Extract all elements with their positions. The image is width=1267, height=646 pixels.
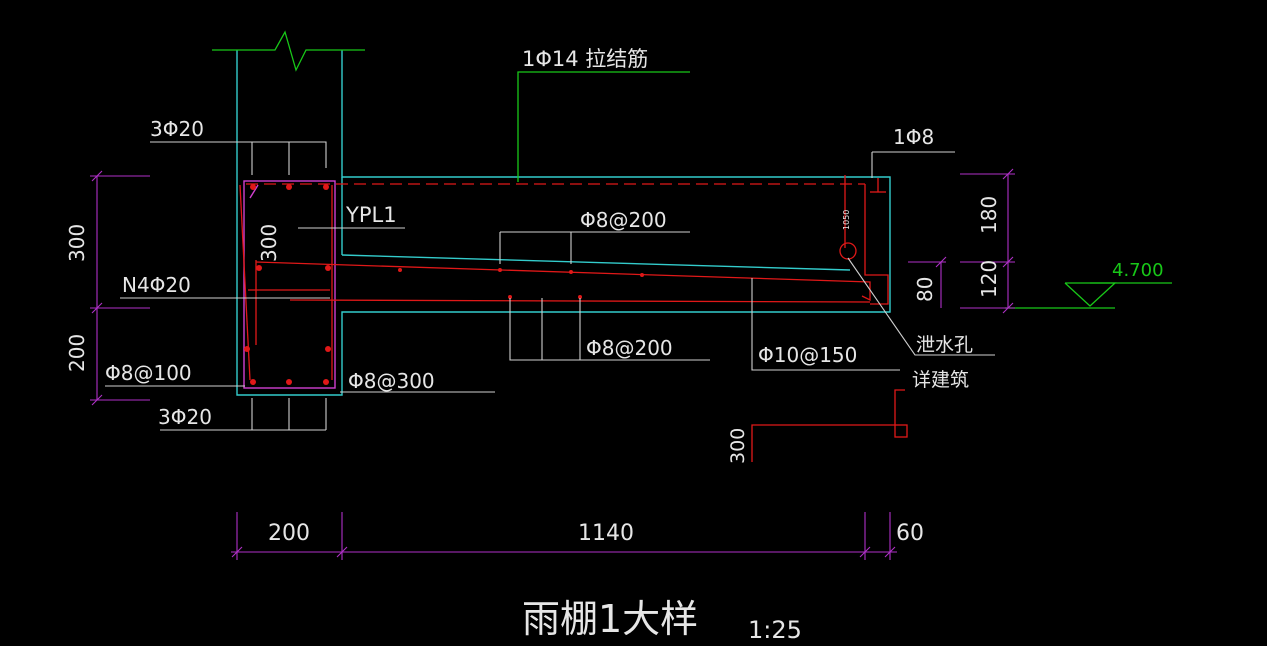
elevation-label: 4.700 <box>1112 260 1164 281</box>
top-bars-label: 3Φ20 <box>150 117 204 141</box>
beam-rebar-dots <box>244 184 331 385</box>
stirrup-100-label: Φ8@100 <box>105 361 192 385</box>
dim-hook-300: 300 <box>727 428 749 464</box>
column-rebars <box>239 184 333 381</box>
dim-bottom-1140: 1140 <box>578 521 634 546</box>
drawing-title: 雨棚1大样 <box>522 597 698 641</box>
drawing-scale: 1:25 <box>748 616 802 644</box>
bottom-bars-label: 3Φ20 <box>158 405 212 429</box>
dim-right-180: 180 <box>977 196 1001 234</box>
see-arch-label: 详建筑 <box>912 369 969 391</box>
beam-name-label: YPL1 <box>345 203 397 227</box>
tie-bar-label: 1Φ14 拉结筋 <box>522 47 648 71</box>
stirrup-300-label: Φ8@300 <box>348 369 435 393</box>
concrete-outline <box>236 50 891 396</box>
dim-small-1050: 1050 <box>842 210 851 230</box>
dim-bottom-60: 60 <box>896 521 924 546</box>
dim-right-80: 80 <box>913 277 937 302</box>
beam-stirrup <box>243 180 336 389</box>
drain-pipe <box>751 389 905 462</box>
leader-lines <box>105 141 995 431</box>
slab-main-bars-label: Φ10@150 <box>758 343 857 367</box>
dimension-lines <box>90 168 1015 560</box>
corner-bar-label: 1Φ8 <box>893 125 934 149</box>
drain-hole-label: 泄水孔 <box>916 334 973 356</box>
drain-pipe-end <box>894 424 908 438</box>
slab-top-bars-label: Φ8@200 <box>580 208 667 232</box>
dim-bottom-200: 200 <box>268 521 310 546</box>
dim-left-300: 300 <box>65 224 89 262</box>
dim-right-120: 120 <box>977 260 1001 298</box>
slab-rebar-dots <box>398 268 644 299</box>
dim-left-200: 200 <box>65 334 89 372</box>
break-line <box>212 30 365 72</box>
dim-beam-300: 300 <box>257 224 281 262</box>
slab-bottom-bars-label: Φ8@200 <box>586 336 673 360</box>
green-leaders <box>517 71 1172 309</box>
waist-bars-label: N4Φ20 <box>122 273 191 297</box>
